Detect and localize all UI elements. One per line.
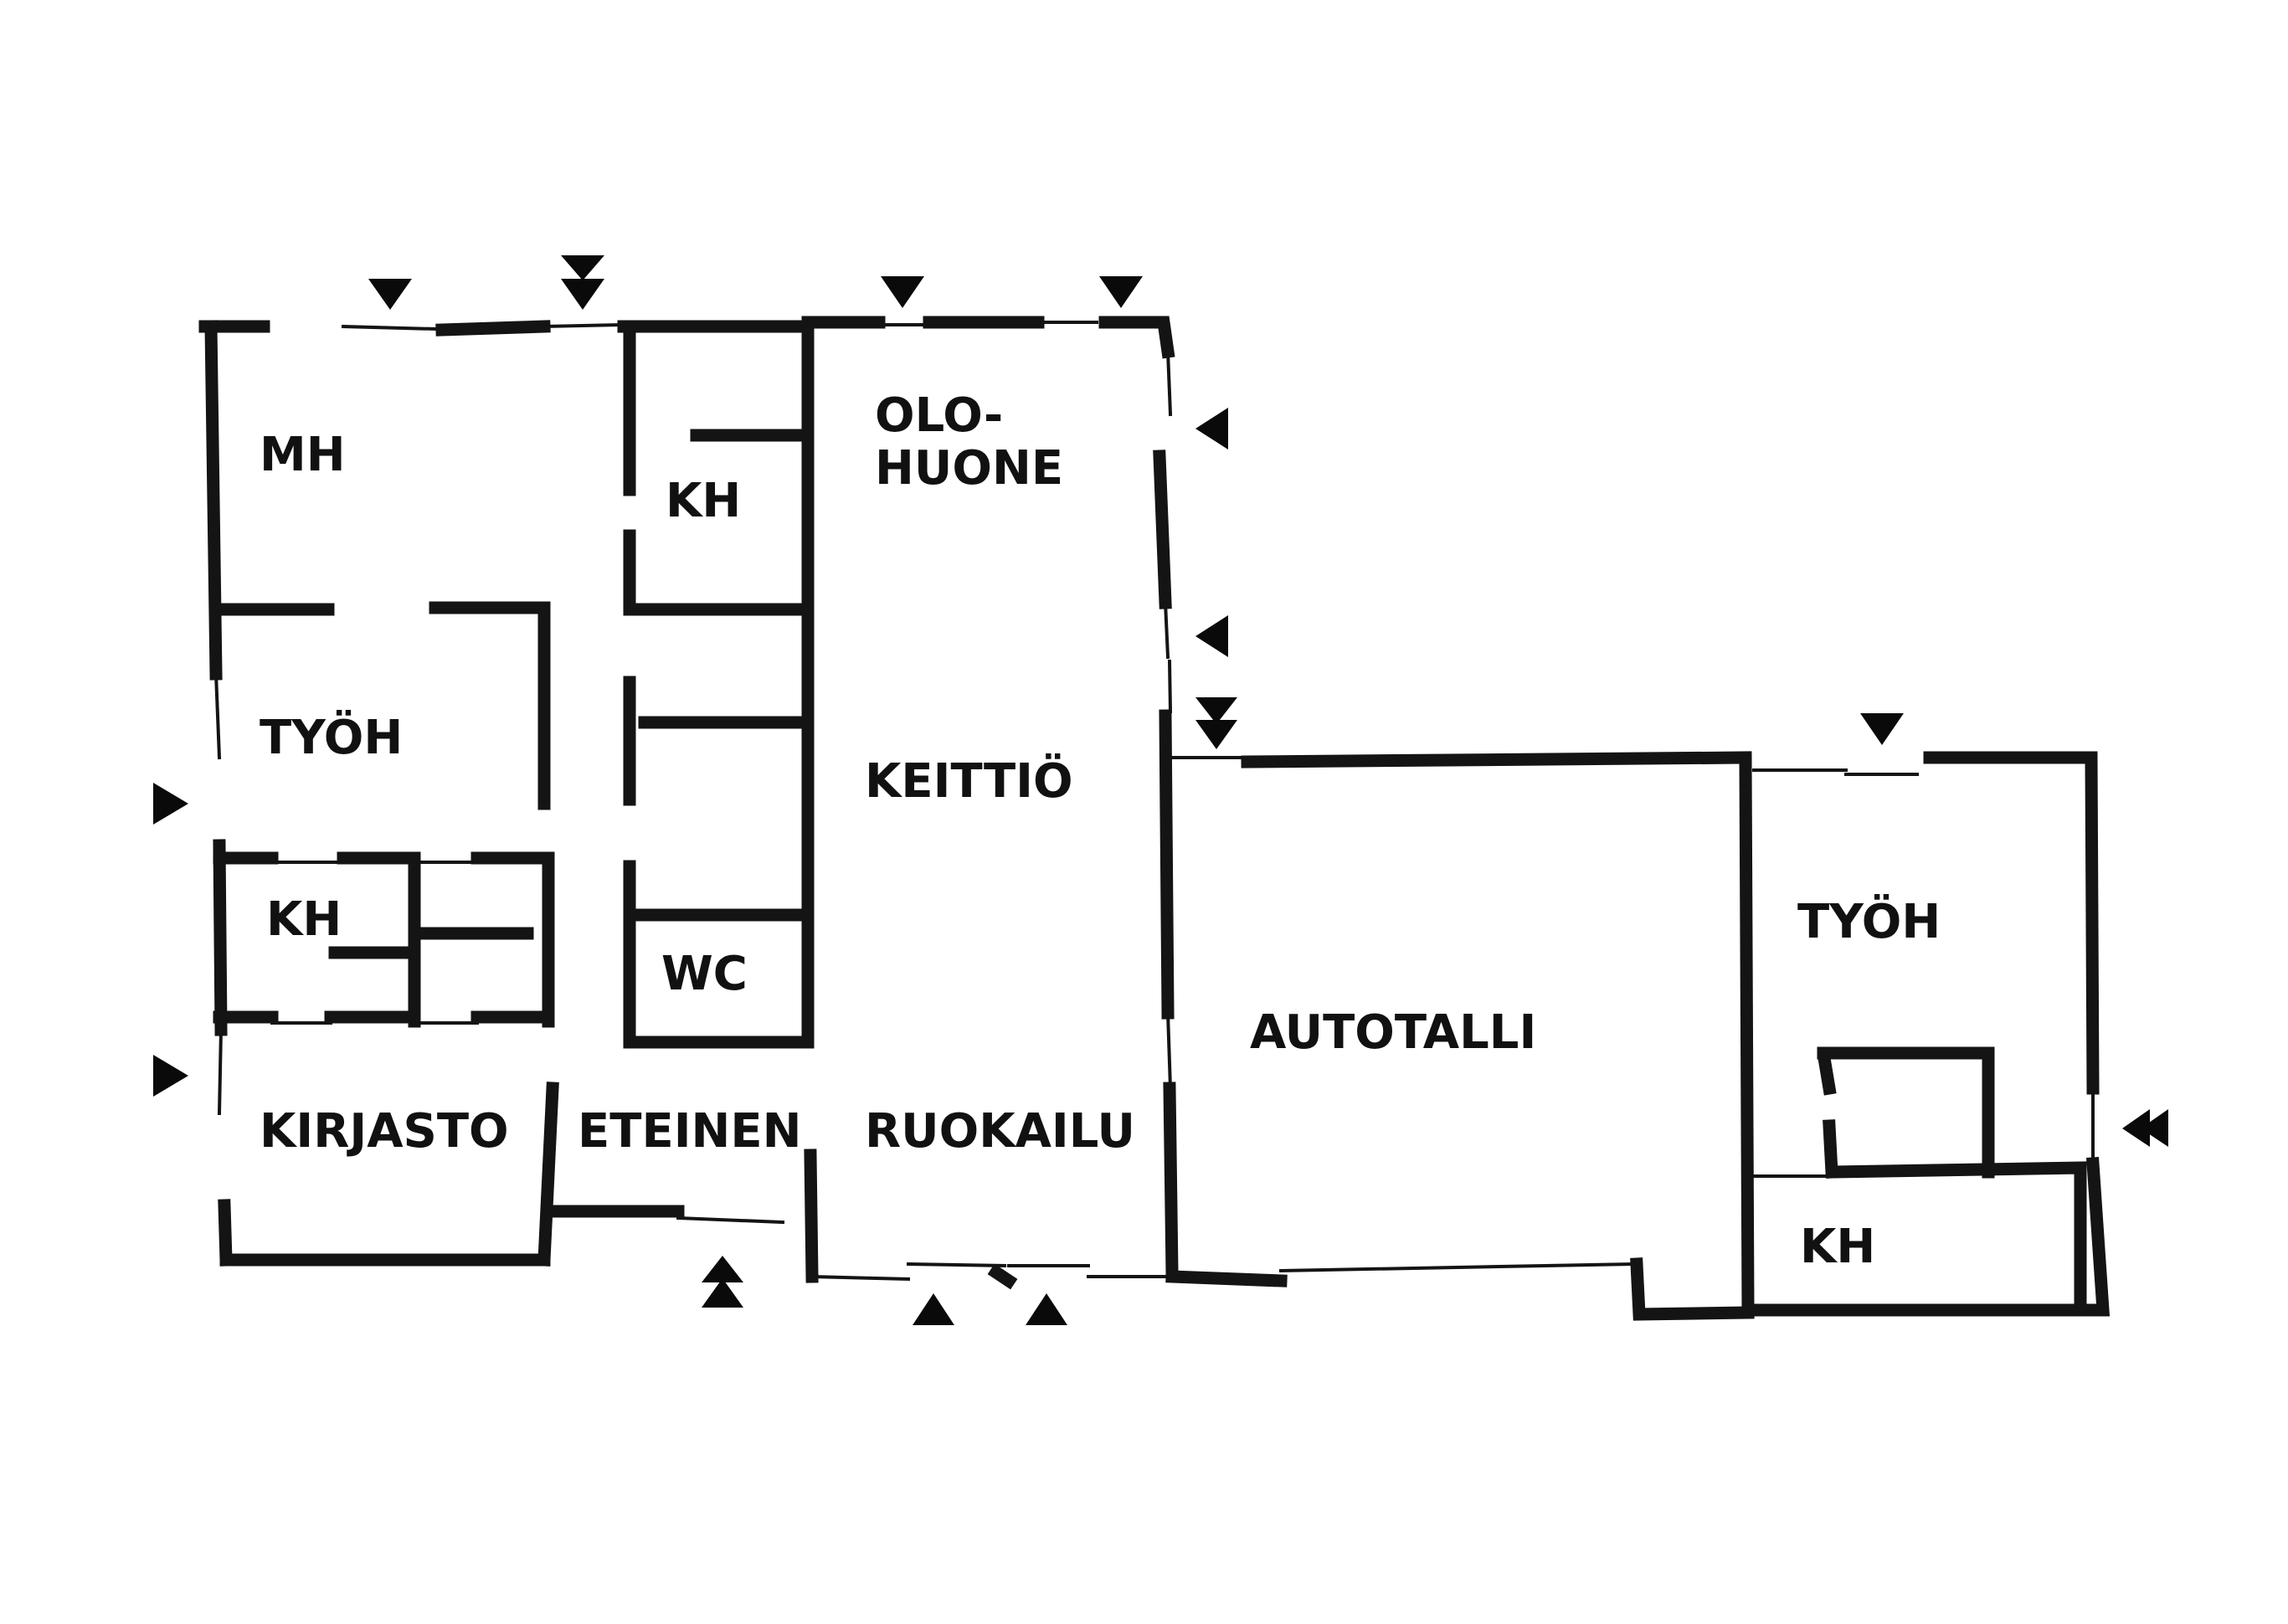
double-triangle-icon [1195,697,1237,724]
double-triangle-icon [561,279,604,310]
double-triangle-icon [2141,1109,2168,1147]
triangle-icon [913,1293,954,1325]
room-label-kh: KH [266,892,342,947]
room-label-olohuone: HUONE [875,441,1063,496]
double-triangle-icon [702,1278,743,1308]
triangle-icon [1860,713,1904,745]
double-triangle-icon [702,1256,743,1282]
triangle-icon [1026,1293,1067,1325]
triangle-icon [881,276,924,308]
window-markers [153,255,2168,1325]
room-labels: MH KH OLO- HUONE TYÖH KEITTIÖ KH WC AUTO… [260,388,1941,1274]
room-label-tyoh: TYÖH [1797,895,1941,949]
triangle-icon [1195,408,1228,450]
walls-garage-wing [1165,751,2111,1321]
room-label-keittio: KEITTIÖ [865,754,1073,809]
double-triangle-icon [561,255,604,280]
room-label-eteinen: ETEINEN [578,1104,802,1159]
room-label-autotalli: AUTOTALLI [1250,1005,1536,1060]
room-label-tyoh: TYÖH [260,711,403,765]
double-triangle-icon [2122,1109,2150,1147]
room-label-kirjasto: KIRJASTO [260,1104,509,1159]
room-label-wc: WC [661,947,748,1001]
double-triangle-icon [1195,720,1237,749]
triangle-icon [1099,276,1143,308]
room-label-olohuone: OLO- [875,388,1003,443]
room-label-kh: KH [666,474,741,528]
triangle-icon [1195,615,1228,657]
room-label-mh: MH [260,428,346,482]
room-label-kh: KH [1800,1220,1875,1274]
triangle-icon [153,783,188,825]
triangle-icon [153,1055,188,1097]
triangle-icon [368,279,412,310]
walls-left-wing [198,320,785,1267]
room-label-ruokailu: RUOKAILU [865,1104,1135,1159]
walls-central-wing [617,316,1179,1290]
